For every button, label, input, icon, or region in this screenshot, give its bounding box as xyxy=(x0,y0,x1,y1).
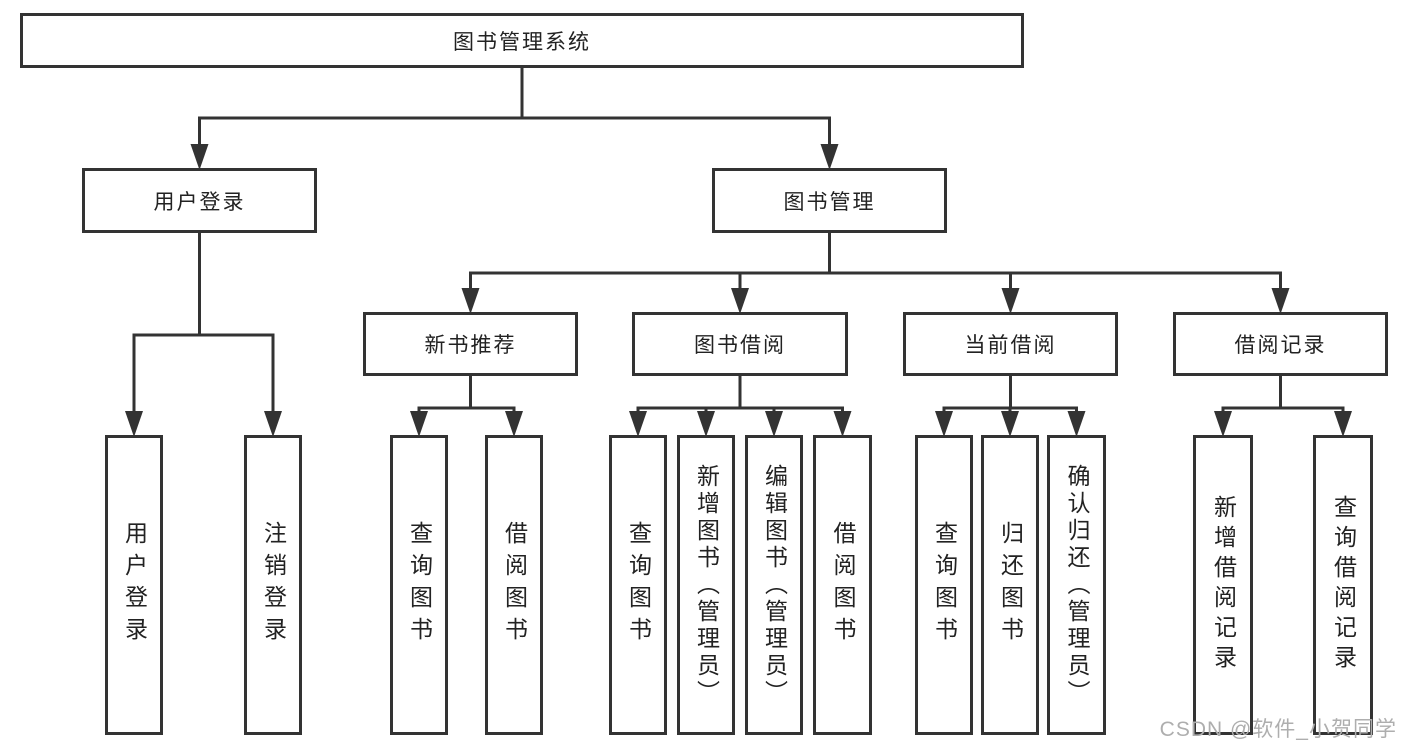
leaf-return-books-box: 归还图书 xyxy=(981,435,1039,735)
leaf-borrow-books-recommend-label: 借阅图书 xyxy=(501,521,528,649)
arrowhead-icon xyxy=(264,411,282,437)
arrowhead-icon xyxy=(765,411,783,437)
leaf-return-books-label: 归还图书 xyxy=(997,521,1024,649)
arrowhead-icon xyxy=(505,411,523,437)
leaf-user-login-label: 用户登录 xyxy=(121,521,148,649)
arrowhead-icon xyxy=(1001,411,1019,437)
arrowhead-icon xyxy=(190,144,209,170)
leaf-query-books-current-box: 查询图书 xyxy=(915,435,973,735)
arrowhead-icon xyxy=(125,411,143,437)
arrowhead-icon xyxy=(820,144,839,170)
root-label: 图书管理系统 xyxy=(453,30,591,54)
user-login-box: 用户登录 xyxy=(82,168,317,233)
leaf-logout-label: 注销登录 xyxy=(260,521,287,649)
leaf-borrow-books-recommend-box: 借阅图书 xyxy=(485,435,543,735)
leaf-query-books-borrowing-box: 查询图书 xyxy=(609,435,667,735)
leaf-borrow-books-borrowing-label: 借阅图书 xyxy=(830,521,856,649)
arrowhead-icon xyxy=(833,411,852,437)
book-management-label: 图书管理 xyxy=(783,190,876,214)
arrowhead-icon xyxy=(1001,288,1020,314)
book-management-box: 图书管理 xyxy=(712,168,947,233)
root-box: 图书管理系统 xyxy=(20,13,1024,68)
borrowing-records-box: 借阅记录 xyxy=(1173,312,1388,376)
leaf-query-borrow-record-box: 查询借阅记录 xyxy=(1313,435,1373,735)
leaf-query-books-recommend-label: 查询图书 xyxy=(406,521,433,649)
user-login-label: 用户登录 xyxy=(153,190,246,214)
leaf-borrow-books-borrowing-box: 借阅图书 xyxy=(813,435,872,735)
leaf-add-books-admin-box: 新增图书（管理员） xyxy=(677,435,735,735)
arrowhead-icon xyxy=(697,411,715,437)
current-borrowing-box: 当前借阅 xyxy=(903,312,1118,376)
new-book-recommend-label: 新书推荐 xyxy=(424,334,517,357)
arrowhead-icon xyxy=(731,288,749,314)
borrowing-records-label: 借阅记录 xyxy=(1234,334,1327,357)
arrowhead-icon xyxy=(1271,288,1290,314)
leaf-add-borrow-record-label: 新增借阅记录 xyxy=(1210,495,1237,675)
leaf-user-login-box: 用户登录 xyxy=(105,435,163,735)
leaf-confirm-return-admin-box: 确认归还（管理员） xyxy=(1047,435,1106,735)
leaf-edit-books-admin-label: 编辑图书（管理员） xyxy=(761,463,788,707)
book-borrowing-label: 图书借阅 xyxy=(694,334,786,357)
arrowhead-icon xyxy=(935,411,953,437)
leaf-query-borrow-record-label: 查询借阅记录 xyxy=(1330,495,1357,675)
arrowhead-icon xyxy=(1214,411,1232,437)
arrowhead-icon xyxy=(1334,411,1352,437)
leaf-logout-box: 注销登录 xyxy=(244,435,302,735)
leaf-edit-books-admin-box: 编辑图书（管理员） xyxy=(745,435,803,735)
new-book-recommend-box: 新书推荐 xyxy=(363,312,578,376)
watermark: CSDN @软件_小贺同学 xyxy=(1159,718,1397,741)
arrowhead-icon xyxy=(629,411,647,437)
leaf-query-books-recommend-box: 查询图书 xyxy=(390,435,448,735)
arrowhead-icon xyxy=(1067,411,1086,437)
arrowhead-icon xyxy=(410,411,428,437)
leaf-confirm-return-admin-label: 确认归还（管理员） xyxy=(1064,463,1090,707)
arrowhead-icon xyxy=(461,288,480,314)
leaf-query-books-borrowing-label: 查询图书 xyxy=(625,521,652,649)
leaf-query-books-current-label: 查询图书 xyxy=(931,521,958,649)
leaf-add-books-admin-label: 新增图书（管理员） xyxy=(693,463,720,707)
current-borrowing-label: 当前借阅 xyxy=(964,334,1057,357)
book-borrowing-box: 图书借阅 xyxy=(632,312,848,376)
leaf-add-borrow-record-box: 新增借阅记录 xyxy=(1193,435,1253,735)
